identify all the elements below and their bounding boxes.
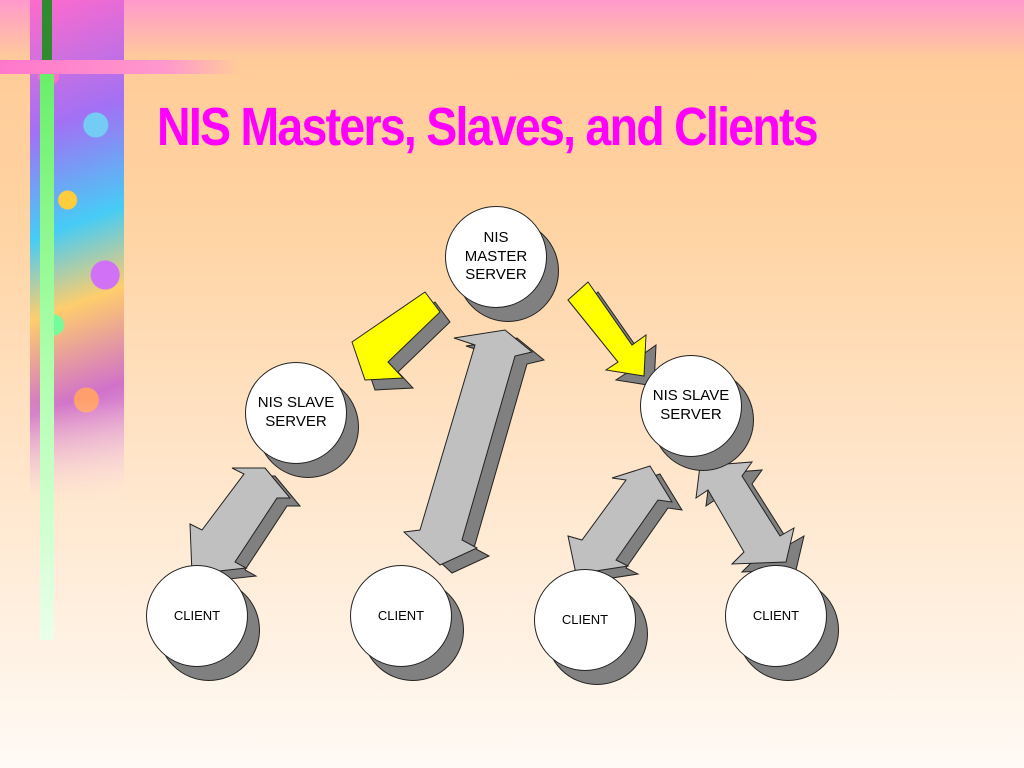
arrow-slave-right-client-4	[695, 461, 805, 573]
slide-title: NIS Masters, Slaves, and Clients	[157, 97, 819, 157]
node-label: NIS SLAVE SERVER	[652, 387, 730, 423]
arrow-master-to-slave-right	[567, 281, 657, 387]
node-label: NIS MASTER SERVER	[464, 228, 528, 284]
arrow-master-client-2	[402, 329, 546, 574]
decorative-bar-top	[42, 0, 52, 60]
node-label: NIS SLAVE SERVER	[257, 394, 335, 430]
arrow-slave-right-client-3	[567, 465, 683, 583]
arrow-master-to-slave-left	[351, 291, 451, 391]
decorative-vertical-bar	[40, 60, 54, 640]
node-label: CLIENT	[377, 607, 425, 623]
node-label: CLIENT	[561, 611, 609, 627]
node-label: CLIENT	[752, 607, 800, 623]
decorative-horizontal-bar	[0, 60, 240, 74]
node-label: CLIENT	[173, 607, 221, 623]
arrow-slave-left-client-1	[189, 467, 302, 583]
